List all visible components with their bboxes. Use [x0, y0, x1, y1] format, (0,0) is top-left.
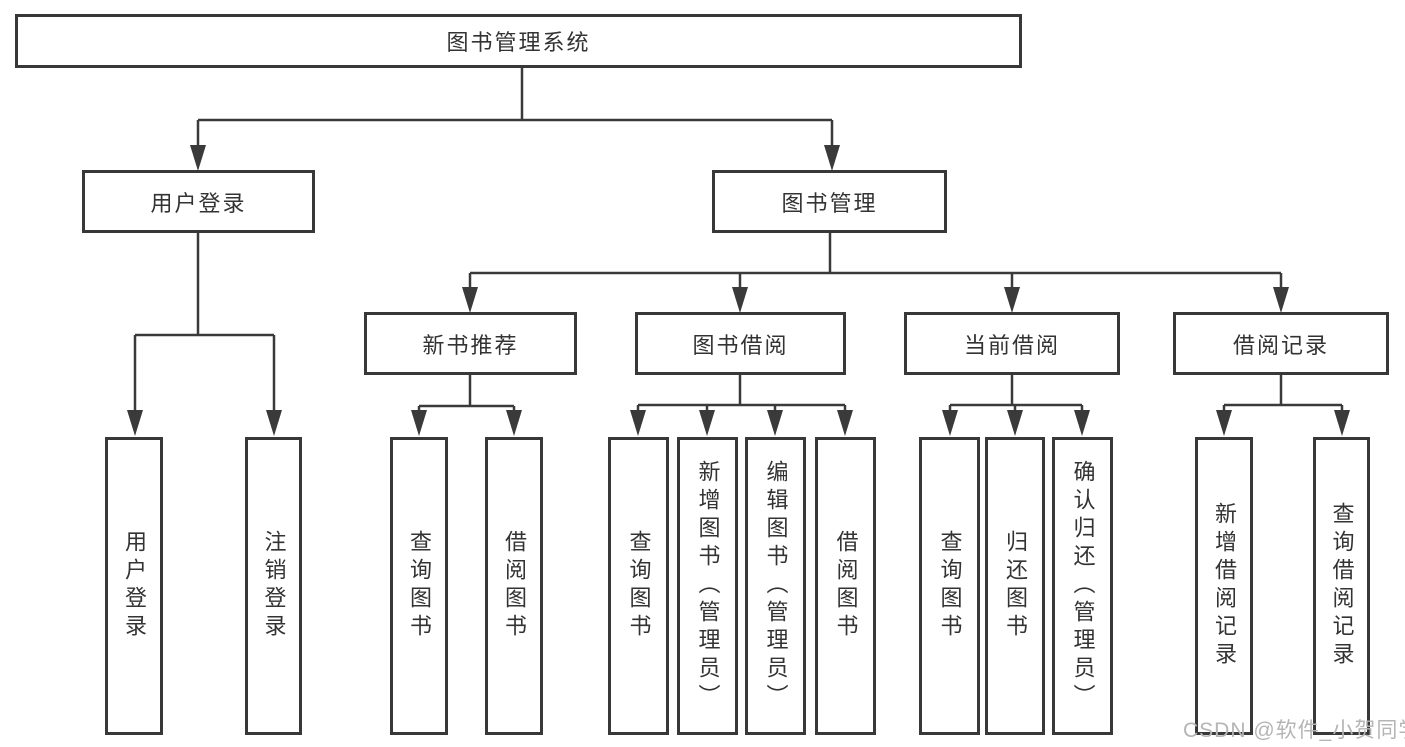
leaf-cb-confirm-return-admin: 确认归还（管理员） — [1052, 437, 1113, 735]
leaf-bb-borrow-books: 借阅图书 — [815, 437, 876, 735]
leaf-br-query-record: 查询借阅记录 — [1313, 437, 1370, 735]
node-book-borrow: 图书借阅 — [635, 312, 846, 375]
leaf-nbr-query-books: 查询图书 — [390, 437, 448, 735]
leaf-nbr-borrow-books: 借阅图书 — [485, 437, 543, 735]
leaf-logout: 注销登录 — [245, 437, 302, 735]
leaf-user-login: 用户登录 — [105, 437, 163, 735]
node-library-management-system: 图书管理系统 — [15, 14, 1022, 68]
leaf-bb-add-books-admin: 新增图书（管理员） — [677, 437, 738, 735]
leaf-bb-query-books: 查询图书 — [608, 437, 669, 735]
leaf-cb-query-books: 查询图书 — [919, 437, 980, 735]
node-borrow-record: 借阅记录 — [1173, 312, 1389, 375]
node-book-management: 图书管理 — [712, 170, 947, 233]
csdn-watermark: CSDN @软件_小贺同学 — [1183, 719, 1405, 742]
leaf-br-add-record: 新增借阅记录 — [1195, 437, 1253, 735]
node-new-book-recommend: 新书推荐 — [364, 312, 577, 375]
node-user-login: 用户登录 — [82, 170, 315, 233]
leaf-cb-return-books: 归还图书 — [985, 437, 1045, 735]
node-current-borrow: 当前借阅 — [904, 312, 1120, 375]
arrowhead-icons — [127, 145, 1350, 436]
leaf-bb-edit-books-admin: 编辑图书（管理员） — [745, 437, 806, 735]
